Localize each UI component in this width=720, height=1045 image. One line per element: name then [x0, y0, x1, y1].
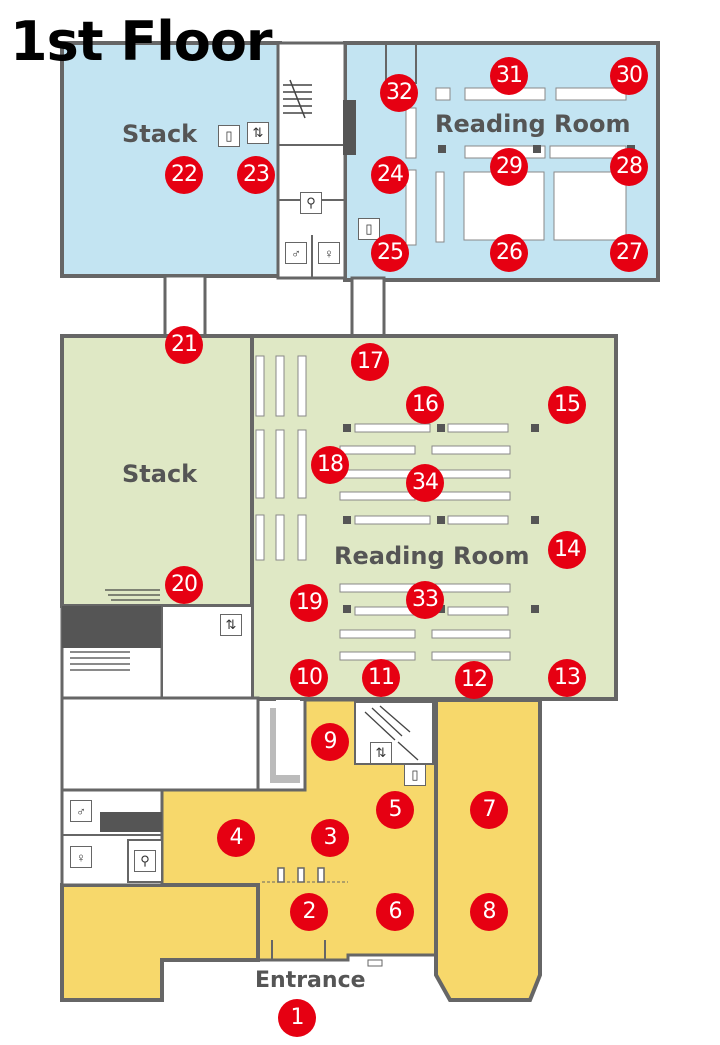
- marker-23[interactable]: 23: [237, 156, 275, 194]
- marker-22[interactable]: 22: [165, 156, 203, 194]
- marker-8[interactable]: 8: [470, 893, 508, 931]
- marker-30[interactable]: 30: [610, 57, 648, 95]
- marker-31[interactable]: 31: [490, 57, 528, 95]
- restroom-icon: ♀: [70, 846, 92, 868]
- marker-19[interactable]: 19: [290, 584, 328, 622]
- restroom-icon: ⚲: [300, 192, 322, 214]
- marker-34[interactable]: 34: [406, 464, 444, 502]
- marker-10[interactable]: 10: [290, 659, 328, 697]
- marker-2[interactable]: 2: [290, 893, 328, 931]
- room-label-stack-west: Stack: [122, 460, 198, 488]
- room-label-reading-room-central: Reading Room: [334, 542, 530, 570]
- restroom-icon: ♂: [70, 800, 92, 822]
- north-stairs: [283, 79, 312, 119]
- floor-title: 1st Floor: [10, 10, 273, 73]
- marker-14[interactable]: 14: [548, 531, 586, 569]
- marker-29[interactable]: 29: [490, 148, 528, 186]
- marker-5[interactable]: 5: [376, 791, 414, 829]
- marker-27[interactable]: 27: [610, 234, 648, 272]
- restroom-icon: ⚲: [134, 850, 156, 872]
- marker-33[interactable]: 33: [406, 581, 444, 619]
- marker-18[interactable]: 18: [311, 446, 349, 484]
- central-stairs: [364, 705, 419, 761]
- marker-26[interactable]: 26: [490, 234, 528, 272]
- marker-20[interactable]: 20: [165, 566, 203, 604]
- west-wing-area: [60, 883, 260, 1002]
- info-phone-icon: ▯: [218, 125, 240, 147]
- north-dark-pillar: [343, 100, 356, 155]
- elevator-icon: ⇅: [220, 614, 242, 636]
- central-shelves: [255, 355, 511, 661]
- north-shelves: [405, 87, 627, 246]
- east-wing-area: [434, 698, 542, 1002]
- stack-west-area: [60, 334, 254, 608]
- room-label-stack-north: Stack: [122, 120, 198, 148]
- west-stairs: [70, 589, 160, 671]
- info-phone-icon: ▯: [404, 764, 426, 786]
- restroom-icon: ♀: [318, 242, 340, 264]
- marker-3[interactable]: 3: [311, 819, 349, 857]
- marker-21[interactable]: 21: [165, 326, 203, 364]
- marker-9[interactable]: 9: [311, 723, 349, 761]
- marker-4[interactable]: 4: [217, 819, 255, 857]
- marker-11[interactable]: 11: [362, 659, 400, 697]
- east-corridor: [350, 276, 386, 340]
- marker-7[interactable]: 7: [470, 791, 508, 829]
- marker-16[interactable]: 16: [406, 386, 444, 424]
- restroom-icon: ♂: [285, 242, 307, 264]
- info-phone-icon: ▯: [358, 218, 380, 240]
- entrance-label: Entrance: [255, 968, 366, 993]
- elevator-icon: ⇅: [370, 742, 392, 764]
- marker-32[interactable]: 32: [380, 74, 418, 112]
- marker-17[interactable]: 17: [351, 343, 389, 381]
- marker-6[interactable]: 6: [376, 893, 414, 931]
- elevator-icon: ⇅: [247, 122, 269, 144]
- marker-25[interactable]: 25: [371, 234, 409, 272]
- marker-1[interactable]: 1: [278, 999, 316, 1037]
- marker-24[interactable]: 24: [371, 156, 409, 194]
- marker-12[interactable]: 12: [455, 661, 493, 699]
- marker-13[interactable]: 13: [548, 659, 586, 697]
- marker-15[interactable]: 15: [548, 386, 586, 424]
- room-label-reading-room-north: Reading Room: [435, 110, 631, 138]
- marker-28[interactable]: 28: [610, 148, 648, 186]
